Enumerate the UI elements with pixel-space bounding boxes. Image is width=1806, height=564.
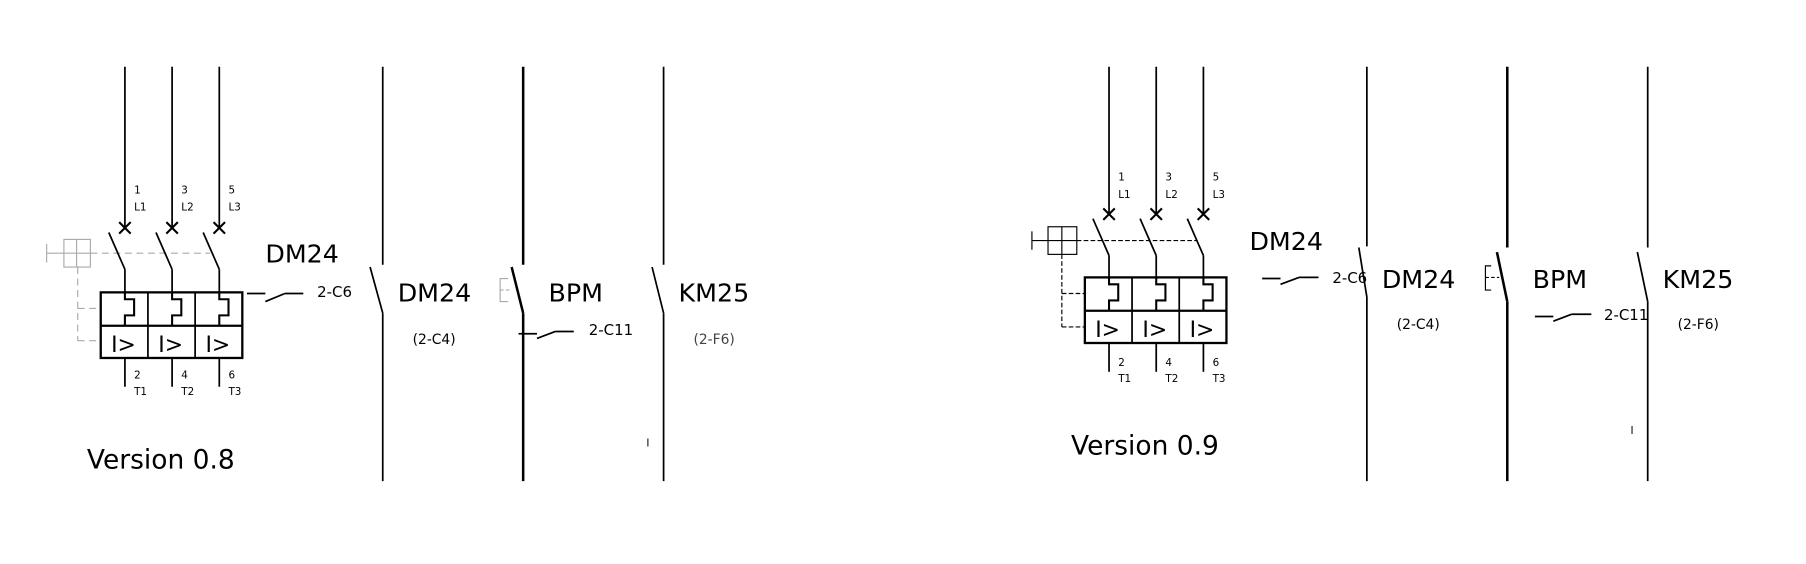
terminal-number: 1 xyxy=(134,184,141,196)
terminal-number: 2 xyxy=(1118,357,1125,369)
labels-version-0-9: DM24 2-C6 DM24 (2-C4) BPM 2-C11 KM25 (2-… xyxy=(1071,226,1733,462)
km25-marker: I xyxy=(646,438,649,450)
terminal-phase: T1 xyxy=(133,386,147,398)
contact-name-dm24: DM24 xyxy=(1382,264,1456,294)
contact-name-km25: KM25 xyxy=(1663,264,1734,294)
aux-ref-2-c11: 2-C11 xyxy=(1604,306,1648,324)
aux-ref-2-c11: 2-C11 xyxy=(589,321,633,339)
thermal-trip-icon xyxy=(171,292,183,326)
handle-icon xyxy=(1031,226,1078,255)
contact-line-bpm xyxy=(1495,66,1509,482)
version-label: Version 0.8 xyxy=(87,444,235,475)
contact-line-km25 xyxy=(1636,66,1649,482)
terminal-number: 3 xyxy=(181,184,188,196)
terminal-number: 4 xyxy=(181,370,188,382)
aux-ref-2-c6: 2-C6 xyxy=(1332,269,1367,287)
terminal-phase: T3 xyxy=(228,386,242,398)
circuit-breaker-x-icon xyxy=(118,221,132,235)
circuit-breaker-x-icon xyxy=(212,221,226,235)
thermal-trip-icon xyxy=(123,292,136,326)
thermal-trip-icon xyxy=(1107,277,1120,311)
aux-contact-2-c6 xyxy=(1262,276,1319,286)
contact-name-km25: KM25 xyxy=(679,278,750,308)
thermal-trip-icon xyxy=(218,292,230,326)
thermal-trip-icon xyxy=(1155,277,1167,311)
terminal-number: 6 xyxy=(229,370,236,382)
terminal-labels: 1L1 2T1 I> 3L2 4T2 I> 5L3 6T3 I> xyxy=(1095,172,1225,385)
diagram-version-0-9 xyxy=(1031,66,1649,482)
terminal-phase: L2 xyxy=(181,202,193,214)
circuit-breaker-x-icon xyxy=(165,221,179,235)
mechanical-link xyxy=(1061,239,1198,328)
contact-line-dm24 xyxy=(1357,66,1368,482)
overcurrent-trip-symbol: I> xyxy=(1190,318,1215,343)
labels-version-0-8: DM24 2-C6 DM24 (2-C4) BPM 2-C11 KM25 (2-… xyxy=(87,238,749,475)
phase-pole xyxy=(1092,66,1120,372)
handle-icon xyxy=(46,238,91,268)
overcurrent-trip-symbol: I> xyxy=(158,333,183,358)
overcurrent-trip-symbol: I> xyxy=(111,333,136,358)
phase-pole xyxy=(1139,66,1167,372)
terminal-number: 2 xyxy=(134,370,141,382)
terminal-number: 5 xyxy=(1213,172,1220,184)
breaker-name: DM24 xyxy=(1249,226,1323,256)
motor-protection-breaker xyxy=(99,66,244,387)
terminal-phase: T1 xyxy=(1117,373,1131,385)
circuit-breaker-x-icon xyxy=(1149,207,1163,221)
motor-protection-breaker xyxy=(1083,66,1228,372)
km25-marker: I xyxy=(1630,425,1633,437)
terminal-number: 6 xyxy=(1213,357,1220,369)
terminal-phase: T2 xyxy=(1164,373,1178,385)
aux-contact-2-c11 xyxy=(518,330,574,340)
phase-pole xyxy=(1186,66,1214,372)
contact-ref-dm24: (2-C4) xyxy=(413,332,456,348)
terminal-number: 4 xyxy=(1165,357,1172,369)
contact-ref-dm24: (2-C4) xyxy=(1397,317,1440,333)
terminal-phase: T2 xyxy=(180,386,194,398)
mechanical-link xyxy=(77,252,211,342)
phase-pole xyxy=(108,66,136,387)
contact-ref-km25: (2-F6) xyxy=(1678,317,1719,333)
overcurrent-trip-symbol: I> xyxy=(1095,318,1120,343)
aux-contact-2-c11 xyxy=(1534,313,1592,322)
terminal-phase: L2 xyxy=(1165,189,1177,201)
overcurrent-trip-symbol: I> xyxy=(205,333,230,358)
breaker-name: DM24 xyxy=(265,238,339,268)
contact-line-dm24 xyxy=(369,66,384,482)
thermal-trip-icon xyxy=(1202,277,1214,311)
aux-contact-2-c6 xyxy=(246,292,304,303)
terminal-phase: L1 xyxy=(1118,189,1130,201)
contact-line-bpm xyxy=(510,66,525,482)
terminal-phase: L3 xyxy=(1213,189,1225,201)
contact-line-km25 xyxy=(651,66,665,482)
terminal-phase: L1 xyxy=(134,202,146,214)
contact-name-bpm: BPM xyxy=(1533,264,1587,294)
circuit-breaker-x-icon xyxy=(1196,207,1210,221)
terminal-phase: T3 xyxy=(1212,373,1226,385)
aux-ref-2-c6: 2-C6 xyxy=(317,283,352,301)
diagram-version-0-8 xyxy=(46,66,665,482)
contact-ref-km25: (2-F6) xyxy=(694,332,735,348)
bpm-actuator-icon xyxy=(499,277,512,303)
contact-name-bpm: BPM xyxy=(548,278,602,308)
terminal-number: 1 xyxy=(1118,172,1125,184)
circuit-breaker-x-icon xyxy=(1102,207,1116,221)
contact-name-dm24: DM24 xyxy=(398,278,472,308)
terminal-phase: L3 xyxy=(229,202,241,214)
overcurrent-trip-symbol: I> xyxy=(1142,318,1167,343)
terminal-number: 3 xyxy=(1165,172,1172,184)
bpm-actuator-icon xyxy=(1484,265,1500,291)
terminal-labels: 1L1 2T1 I> 3L2 4T2 I> 5L3 6T3 I> xyxy=(111,184,241,397)
version-label: Version 0.9 xyxy=(1071,431,1219,462)
phase-pole xyxy=(202,66,230,387)
terminal-number: 5 xyxy=(229,184,236,196)
phase-pole xyxy=(155,66,183,387)
